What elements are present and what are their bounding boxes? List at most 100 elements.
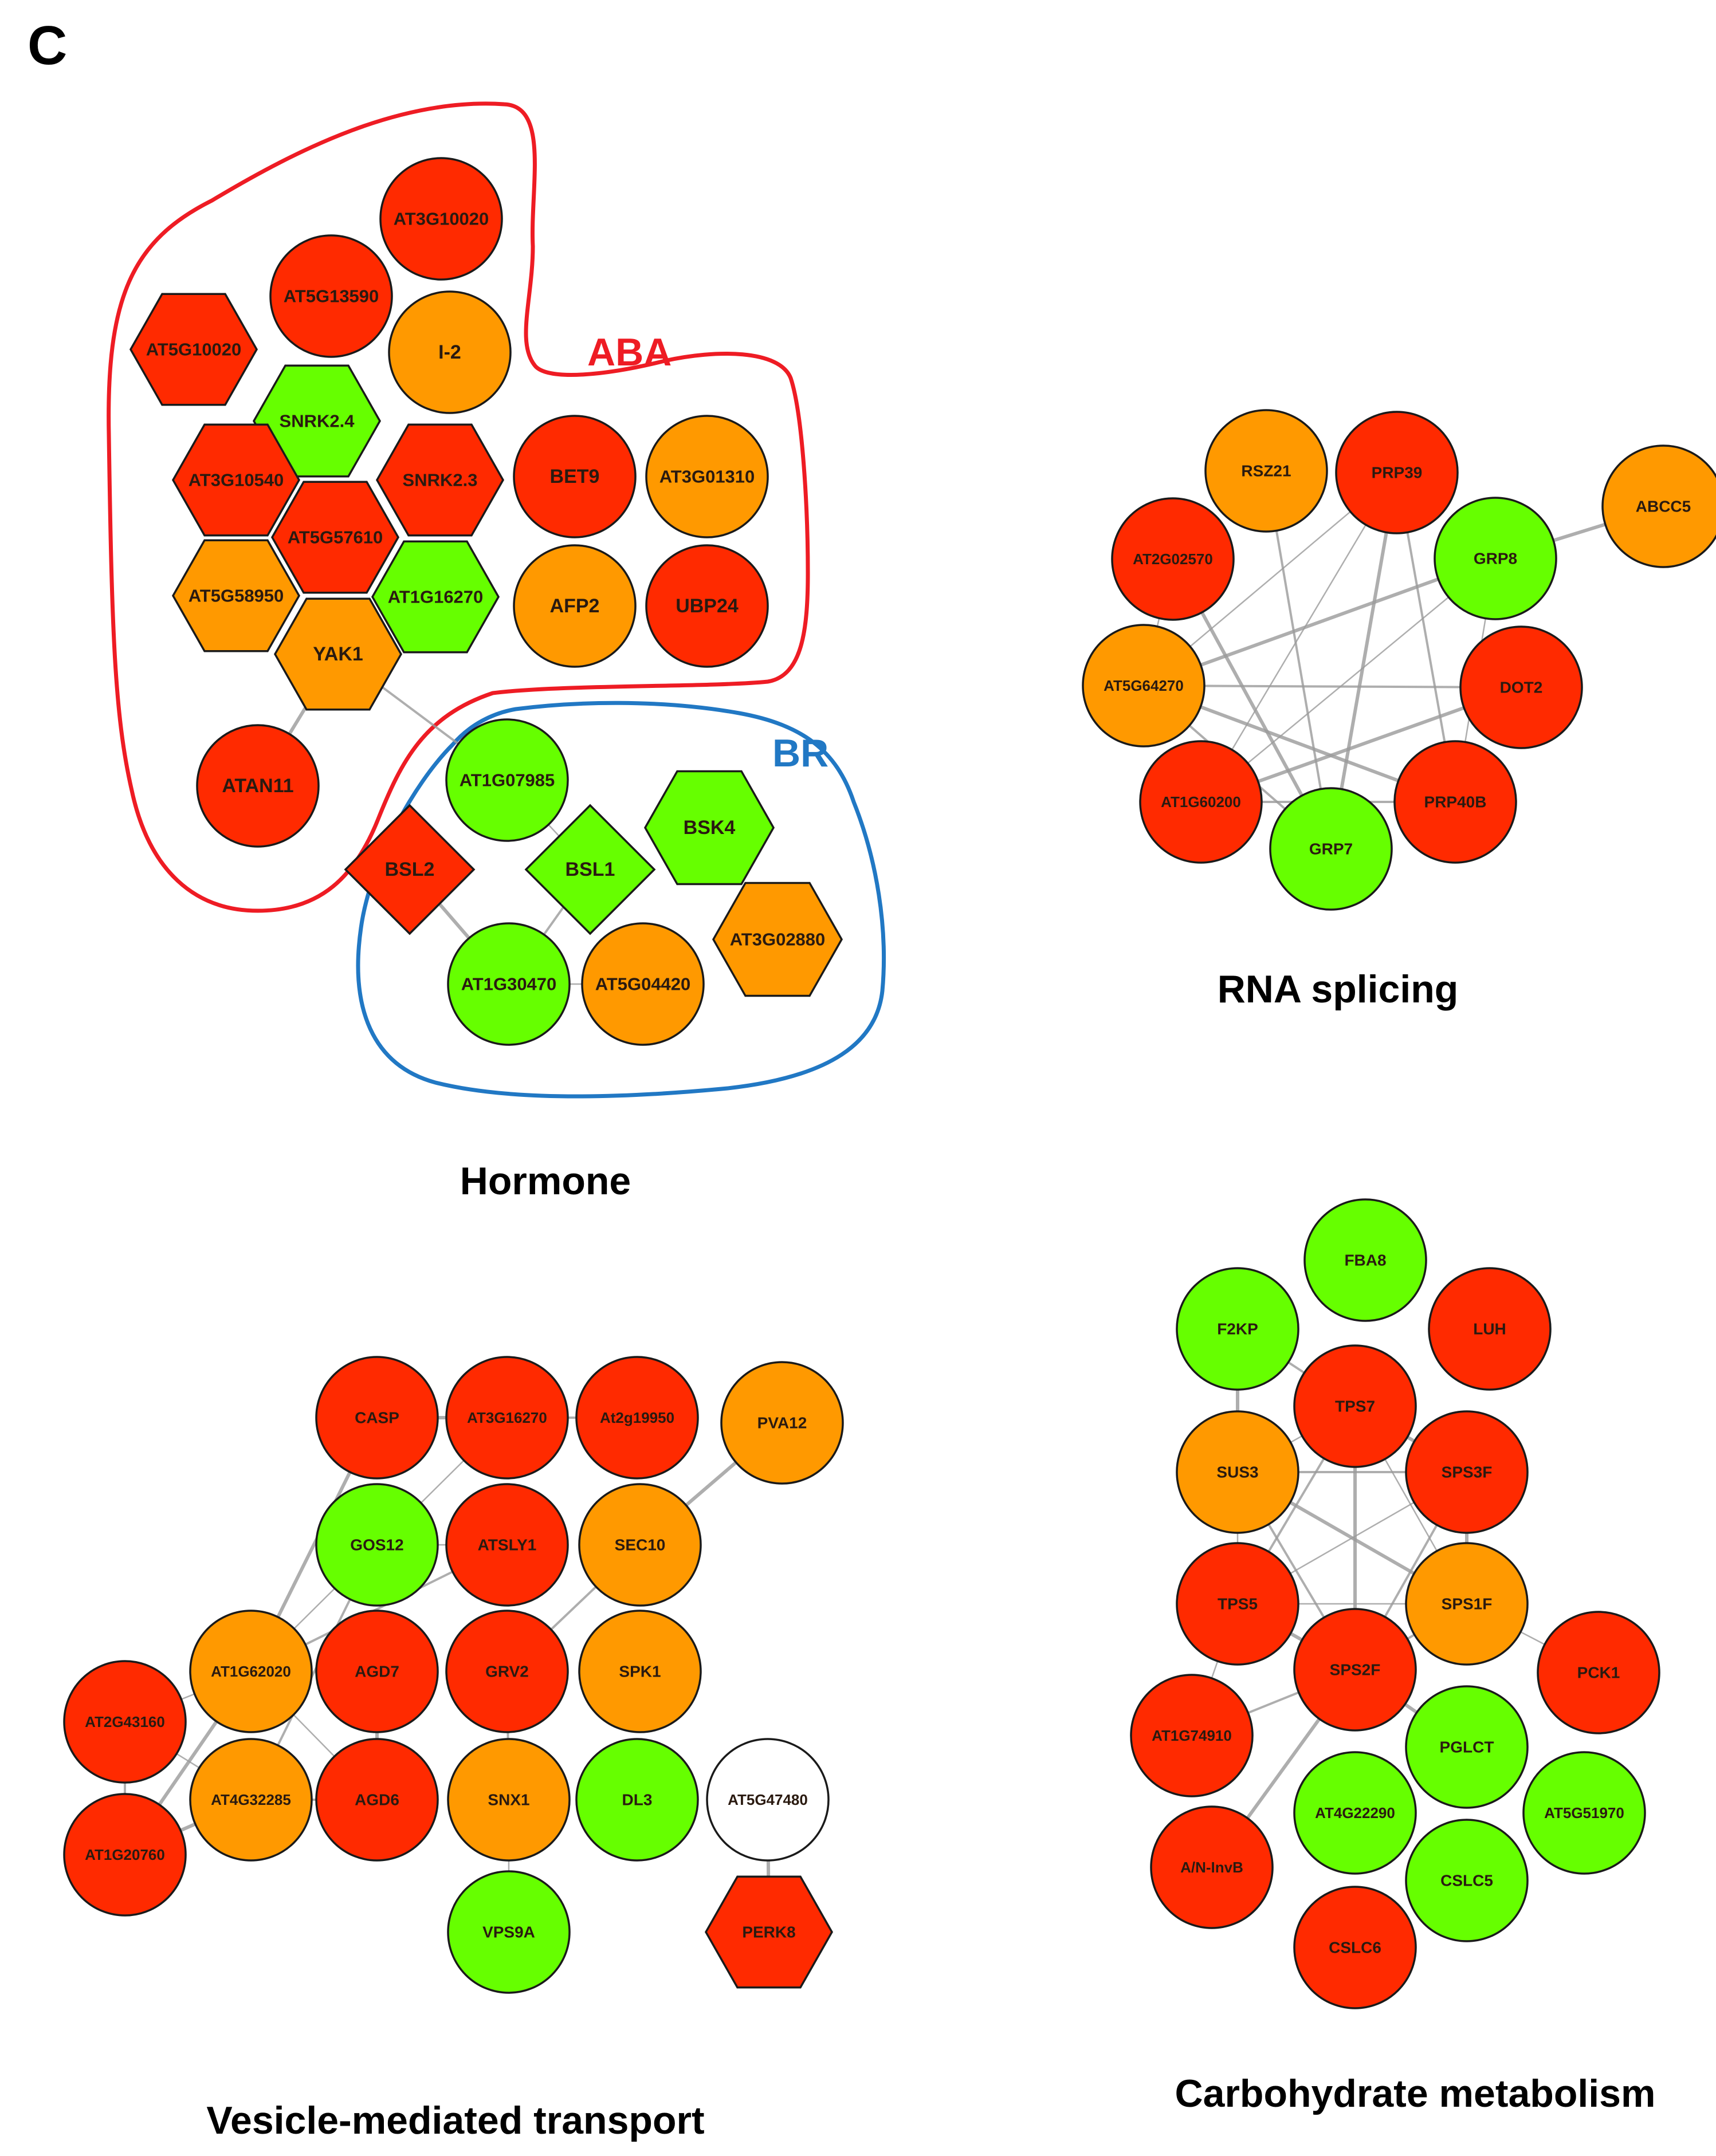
hormone-node-afp2: AFP2 <box>513 544 637 668</box>
vesicle-node-at2g43160: AT2G43160 <box>63 1660 187 1784</box>
node-label: PRP40B <box>1424 793 1487 811</box>
node-label: GOS12 <box>350 1536 403 1554</box>
node-shape-circle <box>1428 1267 1552 1391</box>
hormone-node-at5g04420: AT5G04420 <box>581 922 705 1046</box>
carbo-node-cslc6: CSLC6 <box>1293 1886 1417 2009</box>
rna-panel-title: RNA splicing <box>1218 967 1459 1011</box>
node-shape-circle <box>1405 1542 1529 1666</box>
node-shape-circle <box>706 1738 830 1862</box>
rna-node-at5g64270: AT5G64270 <box>1082 624 1205 747</box>
carbo-node-tps5: TPS5 <box>1176 1542 1299 1666</box>
node-shape-hexagon <box>273 597 403 711</box>
node-label: SEC10 <box>615 1536 666 1554</box>
carbo-node-luh: LUH <box>1428 1267 1552 1391</box>
node-label: PERK8 <box>742 1923 795 1941</box>
node-shape-circle <box>578 1610 702 1733</box>
node-shape-circle <box>445 1356 569 1480</box>
node-shape-circle <box>315 1610 439 1733</box>
node-label: SPS1F <box>1442 1595 1493 1613</box>
node-shape-circle <box>645 415 769 538</box>
node-shape-circle <box>513 544 637 668</box>
node-shape-circle <box>1293 1886 1417 2009</box>
hormone-node-bsk4: BSK4 <box>643 770 775 886</box>
carbo-node-pck1: PCK1 <box>1537 1611 1660 1734</box>
node-shape-circle <box>1393 740 1517 864</box>
vesicle-node-at1g20760: AT1G20760 <box>63 1793 187 1917</box>
node-label: AT1G60200 <box>1161 793 1241 811</box>
node-shape-circle <box>1139 740 1263 864</box>
rna-node-dot2: DOT2 <box>1459 625 1583 749</box>
node-shape-hexagon <box>171 423 301 537</box>
node-label: TPS7 <box>1335 1398 1375 1415</box>
hormone-node-bsl1: BSL1 <box>524 804 656 935</box>
node-label: AT5G57610 <box>288 528 383 548</box>
vesicle-node-gos12: GOS12 <box>315 1483 439 1607</box>
node-shape-circle <box>1111 497 1235 621</box>
node-shape-circle <box>1130 1674 1254 1797</box>
carbo-node-tps7: TPS7 <box>1293 1344 1417 1468</box>
vesicle-node-sec10: SEC10 <box>578 1483 702 1607</box>
node-shape-circle <box>1601 444 1716 568</box>
node-label: AT5G10020 <box>146 340 242 360</box>
node-shape-circle <box>1150 1805 1274 1929</box>
node-shape-circle <box>447 922 571 1046</box>
vesicle-node-atsly1: ATSLY1 <box>445 1483 569 1607</box>
node-shape-circle <box>379 157 503 281</box>
node-label: AGD6 <box>355 1791 399 1809</box>
node-label: BSK4 <box>684 817 736 839</box>
rna-node-prp40b: PRP40B <box>1393 740 1517 864</box>
node-label: A/N-InvB <box>1180 1859 1243 1876</box>
node-label: RSZ21 <box>1241 462 1291 480</box>
rna-node-grp7: GRP7 <box>1269 787 1393 911</box>
node-shape-circle <box>447 1738 571 1862</box>
hormone-node-at3g10020: AT3G10020 <box>379 157 503 281</box>
node-shape-hexagon <box>643 770 775 886</box>
node-shape-circle <box>196 724 320 848</box>
node-shape-circle <box>1293 1344 1417 1468</box>
node-label: ATSLY1 <box>478 1536 537 1554</box>
node-shape-circle <box>445 1483 569 1607</box>
node-label: BSL2 <box>385 859 435 880</box>
hormone-node-ubp24: UBP24 <box>645 544 769 668</box>
node-label: AT3G02880 <box>730 930 826 950</box>
vesicle-node-pva12: PVA12 <box>720 1361 844 1485</box>
node-label: CSLC5 <box>1440 1872 1493 1890</box>
node-shape-circle <box>189 1610 313 1733</box>
rna-node-grp8: GRP8 <box>1434 497 1557 620</box>
node-label: BSL1 <box>566 859 615 880</box>
vesicle-node-dl3: DL3 <box>575 1738 699 1862</box>
rna-node-prp39: PRP39 <box>1335 411 1459 534</box>
carbo-node-sps2f: SPS2F <box>1293 1608 1417 1732</box>
node-shape-circle <box>388 290 512 414</box>
node-label: SPK1 <box>619 1663 661 1681</box>
node-shape-hexagon <box>129 293 258 406</box>
node-label: GRP8 <box>1474 550 1517 568</box>
node-shape-circle <box>1537 1611 1660 1734</box>
node-shape-circle <box>315 1483 439 1607</box>
carbo-node-at1g74910: AT1G74910 <box>1130 1674 1254 1797</box>
node-shape-circle <box>1405 1410 1529 1534</box>
rna-edge-at1g60200-grp8 <box>1200 558 1496 802</box>
node-label: AT5G04420 <box>595 974 691 994</box>
vesicle-node-agd7: AGD7 <box>315 1610 439 1733</box>
carbo-node-sps1f: SPS1F <box>1405 1542 1529 1666</box>
node-label: AT2G43160 <box>85 1713 165 1730</box>
node-shape-circle <box>581 922 705 1046</box>
node-shape-circle <box>445 1610 569 1733</box>
node-shape-circle <box>189 1738 313 1862</box>
vesicle-node-snx1: SNX1 <box>447 1738 571 1862</box>
vesicle-node-at1g62020: AT1G62020 <box>189 1610 313 1733</box>
hormone-node-bet9: BET9 <box>513 415 637 538</box>
rna-edge-prp39-grp7 <box>1329 472 1399 849</box>
node-shape-circle <box>447 1870 571 1994</box>
node-shape-circle <box>1335 411 1459 534</box>
node-shape-hexagon <box>371 540 500 654</box>
node-label: AT5G58950 <box>189 586 284 606</box>
node-shape-circle <box>513 415 637 538</box>
node-label: AT3G16270 <box>467 1409 547 1426</box>
rna-node-abcc5: ABCC5 <box>1601 444 1716 568</box>
hormone-node-at1g16270: AT1G16270 <box>371 540 500 654</box>
br-group-label: BR <box>772 731 828 775</box>
node-label: PCK1 <box>1577 1664 1620 1682</box>
aba-group-label: ABA <box>587 331 672 374</box>
